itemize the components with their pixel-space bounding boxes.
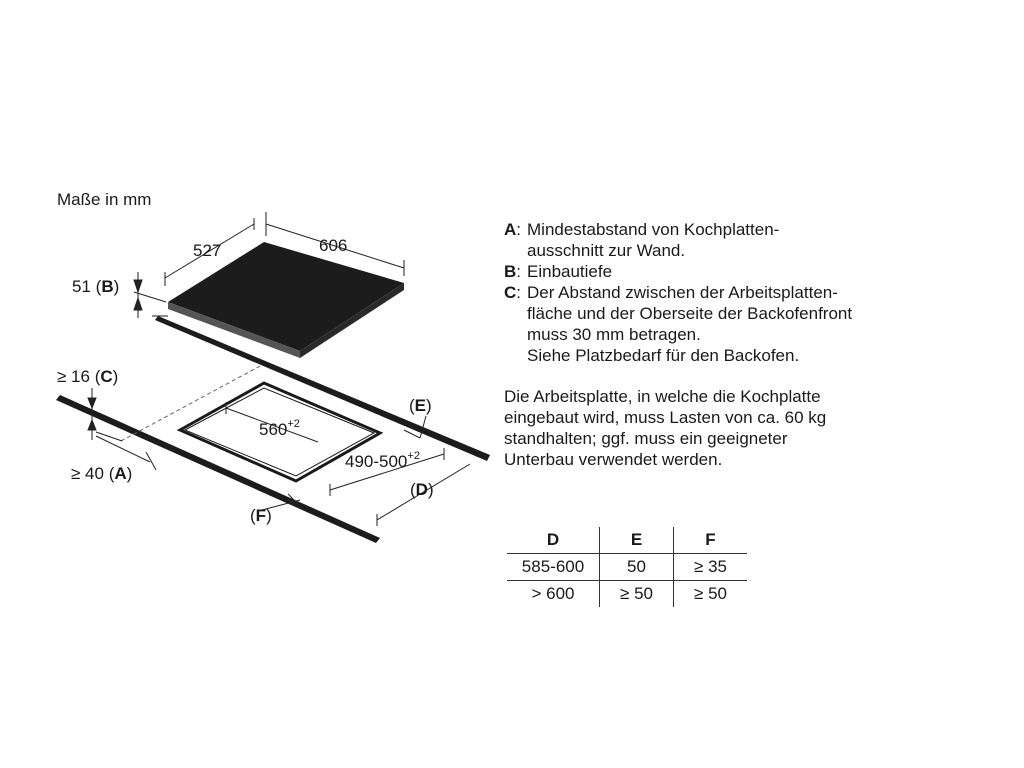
spec-table: D E F 585-600 50 ≥ 35 > 600 ≥ 50 ≥ 50	[507, 527, 747, 607]
legend-text-c-line2: fläche und der Oberseite der Backofenfro…	[527, 304, 853, 323]
dim-label-e: (E)	[409, 396, 432, 415]
dim-label-527: 527	[193, 241, 222, 260]
load-note-line2: eingebaut wird, muss Lasten von ca. 60 k…	[504, 408, 827, 427]
dim-value-560: 560	[259, 420, 288, 439]
legend-text-a-line1: Mindestabstand von Kochplatten-	[527, 220, 780, 239]
dim-line-b	[133, 272, 168, 318]
legend-item-b: B: Einbautiefe	[504, 262, 613, 281]
hob-side-edge	[300, 283, 404, 358]
spec-header-d: D	[507, 527, 600, 554]
dim-line-527	[164, 218, 255, 286]
legend-text-c-line3: muss 30 mm betragen.	[527, 325, 701, 344]
dim-tol-560: +2	[287, 418, 300, 431]
dim-line-560	[225, 402, 319, 443]
legend-key-b: B	[504, 262, 517, 281]
dim-value-c: ≥ 16	[57, 367, 90, 386]
legend: A: Mindestabstand von Kochplatten- aussc…	[504, 219, 852, 366]
spec-cell: 585-600	[507, 553, 600, 581]
dim-label-c: ≥ 16 (C)	[57, 367, 119, 386]
table-row: 585-600 50 ≥ 35	[507, 553, 747, 581]
dim-label-a: ≥ 40 (A)	[71, 464, 133, 483]
dim-line-e	[403, 415, 427, 439]
load-note: Die Arbeitsplatte, in welche die Kochpla…	[504, 386, 826, 470]
dim-line-f	[261, 493, 301, 511]
load-note-line4: Unterbau verwendet werden.	[504, 450, 723, 469]
dim-line-a	[95, 435, 157, 471]
spec-cell: ≥ 35	[673, 553, 747, 581]
spec-header-f: F	[673, 527, 747, 554]
spec-cell: 50	[599, 553, 674, 581]
legend-item-c: C: Der Abstand zwischen der Arbeitsplatt…	[504, 283, 853, 365]
wall-dashed-line	[120, 364, 263, 442]
legend-text-a-line2: ausschnitt zur Wand.	[527, 241, 686, 260]
legend-text-c-line4: Siehe Platzbedarf für den Backofen.	[527, 346, 800, 365]
worktop-back-edge	[155, 316, 490, 461]
legend-key-c: C	[504, 283, 517, 302]
cutout-inner	[183, 387, 376, 477]
dim-label-b: 51 (B)	[72, 277, 120, 296]
legend-text-c-line1: Der Abstand zwischen der Arbeitsplatten-	[527, 283, 838, 302]
hob-top	[168, 242, 404, 351]
dim-line-c	[87, 388, 97, 440]
spec-table-header: D E F	[507, 527, 747, 554]
dim-label-f: (F)	[250, 506, 272, 525]
table-row: > 600 ≥ 50 ≥ 50	[507, 580, 747, 607]
dim-value-a: ≥ 40	[71, 464, 104, 483]
dim-label-d: (D)	[410, 480, 434, 499]
dim-line-490	[329, 448, 445, 496]
worktop-front-edge	[56, 395, 380, 543]
load-note-line1: Die Arbeitsplatte, in welche die Kochpla…	[504, 387, 821, 406]
spec-cell: ≥ 50	[673, 580, 747, 607]
dim-letter-e: E	[414, 396, 427, 415]
spec-header-e: E	[599, 527, 674, 554]
dim-letter-c: C	[100, 367, 113, 386]
dim-label-490: 490-500+2	[345, 450, 420, 472]
legend-text-b-line1: Einbautiefe	[527, 262, 613, 281]
dim-line-606	[265, 212, 405, 276]
hob-front-edge	[168, 302, 300, 358]
dim-letter-f: F	[255, 506, 267, 525]
dim-tol-490: +2	[407, 450, 420, 463]
cutout-outline	[176, 381, 384, 483]
dim-value-b: 51	[72, 277, 91, 296]
dim-letter-d: D	[415, 480, 428, 499]
spec-cell: ≥ 50	[599, 580, 674, 607]
dim-label-606: 606	[319, 236, 348, 255]
legend-item-a: A: Mindestabstand von Kochplatten- aussc…	[504, 220, 780, 260]
units-caption: Maße in mm	[57, 190, 152, 209]
wall-line	[95, 431, 123, 442]
dim-line-d	[376, 463, 471, 526]
dim-letter-a: A	[114, 464, 127, 483]
load-note-line3: standhalten; ggf. muss ein geeigneter	[504, 429, 788, 448]
legend-key-a: A	[504, 220, 517, 239]
dim-value-490: 490-500	[345, 452, 408, 471]
spec-cell: > 600	[531, 584, 575, 603]
dim-label-560: 560+2	[259, 418, 300, 440]
dim-letter-b: B	[101, 277, 114, 296]
